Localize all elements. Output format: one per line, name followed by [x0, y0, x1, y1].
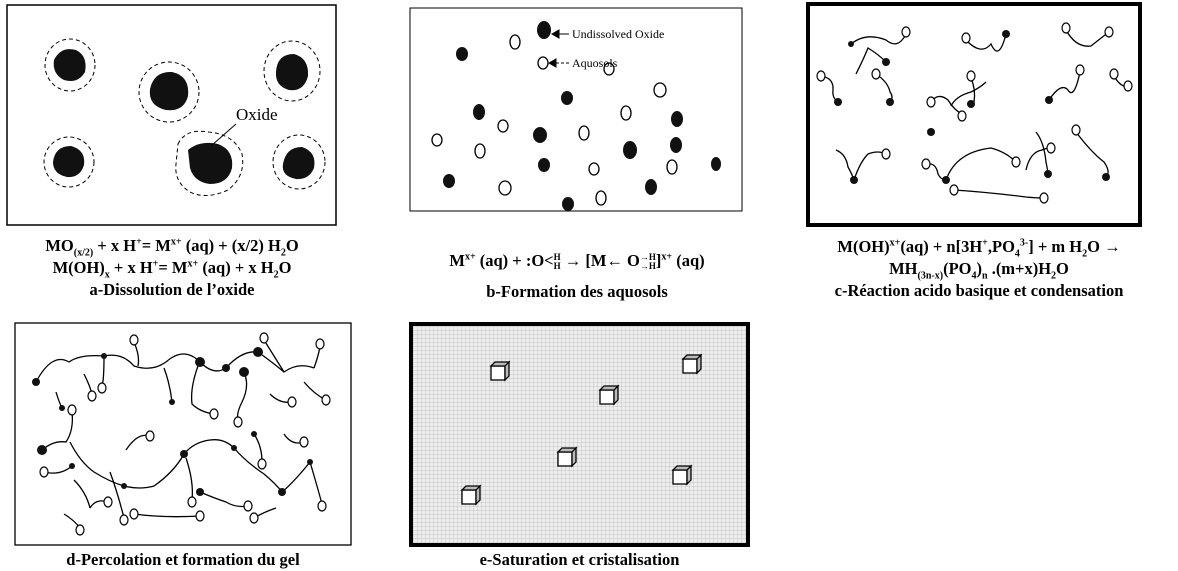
panel-c-caption: c-Réaction acido basique et condensation	[834, 281, 1124, 300]
oxide-particle	[175, 130, 244, 196]
gel-filled-nodes	[32, 347, 313, 496]
panel-d-illustration	[14, 322, 352, 546]
panel-d-percolation	[14, 322, 352, 546]
oxide-pointer-line	[210, 123, 237, 147]
panel-c-equation-2: MH(3n-x)(PO4)n .(m+x)H2O	[889, 259, 1069, 282]
crystal-cube	[460, 484, 482, 506]
panel-a-dissolution: Oxide	[6, 4, 337, 226]
crystal-cube	[598, 384, 620, 406]
oxide-label: Oxide	[236, 105, 278, 124]
oxide-particle	[43, 136, 95, 188]
chain-filled-ends	[834, 30, 1110, 184]
crystal-cube	[489, 360, 511, 382]
panel-d-caption: d-Percolation et formation du gel	[66, 550, 300, 569]
panel-a-illustration	[6, 4, 337, 226]
panel-e-saturation	[409, 322, 750, 547]
panel-e-caption: e-Saturation et cristalisation	[479, 550, 680, 569]
panel-a-equation-1: MO(x/2) + x H+= Mx+ (aq) + (x/2) H2O	[45, 236, 299, 259]
aquosol-particles	[431, 34, 678, 206]
legend-arrows	[547, 29, 569, 68]
panel-e-illustration	[409, 322, 750, 547]
oxide-particle	[272, 134, 326, 190]
crystal-cube	[671, 464, 693, 486]
oxide-particle	[263, 40, 321, 102]
panel-c-condensation	[806, 2, 1142, 227]
oxide-particle	[138, 61, 200, 123]
crystal-cubes	[460, 353, 703, 506]
crystal-cube	[681, 353, 703, 375]
panel-a-equation-2: M(OH)x + x H+= Mx+ (aq) + x H2O	[52, 258, 292, 281]
condensation-chains	[820, 29, 1129, 199]
legend-undissolved-oxide: Undissolved Oxide	[572, 27, 665, 41]
crystal-cube	[556, 446, 578, 468]
panel-b-illustration	[409, 7, 743, 212]
undissolved-oxide-particles	[443, 21, 721, 211]
legend-aquosols: Aquosols	[572, 56, 618, 70]
panel-a-caption: a-Dissolution de l’oxide	[89, 280, 255, 299]
panel-b-aquosols: Undissolved Oxide Aquosols	[409, 7, 743, 212]
gel-open-nodes	[39, 332, 331, 536]
oxide-particle	[44, 38, 96, 92]
chain-open-ends	[816, 22, 1133, 204]
panel-b-caption: b-Formation des aquosols	[486, 282, 668, 301]
panel-c-equation-1: M(OH)x+(aq) + n[3H+,PO43-] + m H2O →	[837, 237, 1121, 260]
panel-c-illustration	[806, 2, 1142, 227]
